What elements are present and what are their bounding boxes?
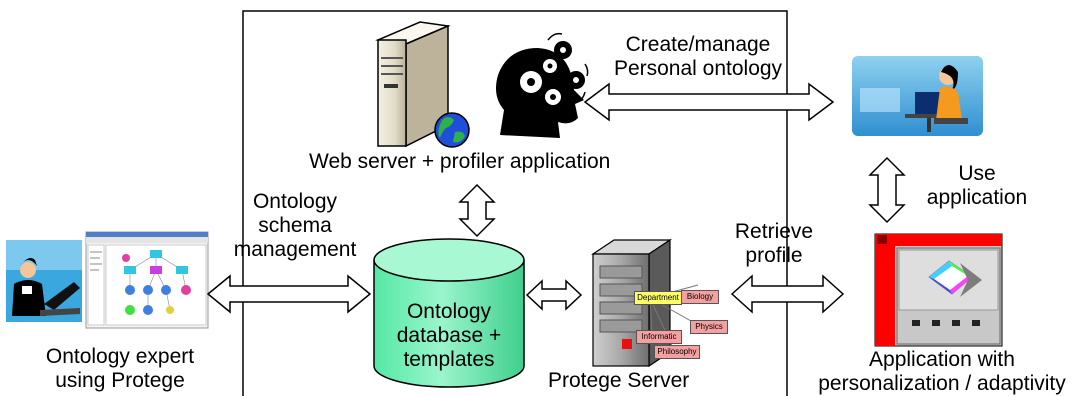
label-database-line3: templates (403, 348, 495, 371)
label-schema-line3: management (233, 238, 357, 261)
label-database-line1: Ontology (406, 300, 492, 323)
label-protege-server: Protege Server (548, 369, 690, 392)
protege-node-department: Department (634, 291, 682, 305)
label-retrieve-profile: Retrieve profile (724, 220, 824, 268)
database-cylinder-icon (373, 238, 525, 388)
label-use-line1: Use (958, 162, 996, 185)
label-database: Ontology database + templates (379, 300, 519, 372)
label-use-application: Use application (912, 162, 1042, 210)
double-arrow-use-application (868, 156, 906, 224)
label-schema-line1: Ontology (252, 190, 338, 213)
label-ontology-schema: Ontology schema management (220, 190, 370, 262)
protege-screenshot-icon (85, 231, 209, 329)
system-boundary (242, 10, 788, 396)
protege-node-philosophy: Philosophy (654, 345, 700, 359)
head-gears-icon (496, 32, 589, 138)
label-create-manage-line2: Personal ontology (613, 57, 783, 80)
label-web-server: Web server + profiler application (309, 150, 611, 173)
label-database-line2: database + (396, 324, 502, 347)
user-with-laptop-icon (6, 240, 82, 322)
label-use-line2: application (926, 186, 1028, 209)
double-arrow-web-database (458, 183, 496, 238)
label-application-with: Application with personalization / adapt… (792, 348, 1092, 396)
protege-node-informatic: Informatic (636, 330, 682, 344)
protege-node-biology: Biology (681, 290, 719, 304)
double-arrow-schema-management (206, 274, 372, 314)
globe-icon (434, 112, 470, 148)
user-at-computer-icon (852, 56, 983, 136)
label-expert-line2: using Protege (55, 369, 185, 392)
label-retrieve-line1: Retrieve (734, 220, 814, 243)
label-create-manage: Create/manage Personal ontology (598, 33, 798, 81)
label-retrieve-line2: profile (745, 244, 803, 267)
label-app-line2: personalization / adaptivity (818, 372, 1066, 395)
double-arrow-database-protege (525, 279, 583, 311)
protege-node-physics: Physics (690, 320, 728, 334)
label-expert-line1: Ontology expert (45, 345, 195, 368)
application-window-icon (874, 233, 1003, 347)
label-schema-line2: schema (258, 214, 332, 237)
double-arrow-retrieve-profile (730, 274, 845, 314)
label-ontology-expert: Ontology expert using Protege (20, 345, 220, 393)
label-create-manage-line1: Create/manage (625, 33, 771, 56)
double-arrow-create-manage (583, 82, 835, 122)
label-app-line1: Application with (869, 348, 1015, 371)
